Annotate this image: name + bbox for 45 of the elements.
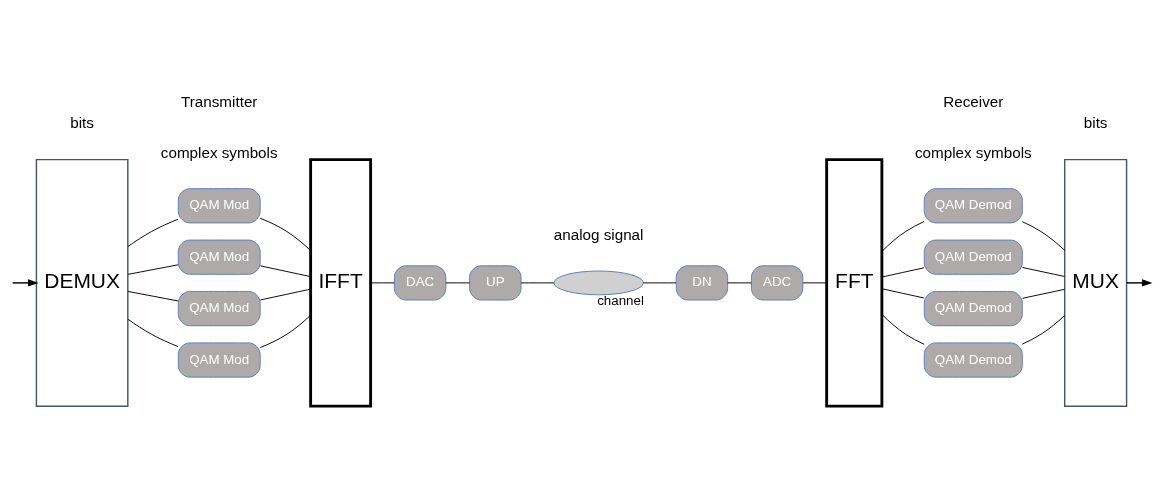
- node-box: QAM Mod: [177, 239, 261, 275]
- connector: [1022, 267, 1065, 277]
- node-box: IFFT: [309, 158, 373, 408]
- connector: [259, 265, 311, 278]
- node-box: ADC: [750, 265, 804, 301]
- connector: [881, 267, 925, 278]
- connector: [881, 288, 925, 299]
- connector: [802, 282, 828, 284]
- label: analog signal: [553, 225, 644, 243]
- node-label: channel: [597, 293, 644, 309]
- connector: [127, 318, 179, 347]
- connector: [1021, 315, 1066, 345]
- connector: [259, 217, 311, 251]
- arrow: [11, 279, 39, 287]
- node-box: QAM Demod: [923, 342, 1023, 378]
- node-box: MUX: [1063, 158, 1128, 407]
- label: Transmitter: [181, 92, 258, 110]
- label: complex symbols: [160, 143, 278, 161]
- connector: [127, 290, 179, 302]
- connector: [881, 314, 925, 345]
- node-box: FFT: [825, 158, 884, 408]
- connector: [259, 288, 311, 301]
- label: bits: [70, 114, 94, 132]
- node-box: QAM Mod: [177, 188, 261, 224]
- connector: [370, 282, 395, 284]
- label: complex symbols: [914, 143, 1032, 161]
- arrow: [1125, 279, 1153, 287]
- connector: [127, 218, 179, 247]
- node-box: UP: [469, 265, 522, 301]
- node-box: QAM Mod: [177, 342, 261, 378]
- node-box: DEMUX: [35, 158, 129, 407]
- connector: [881, 221, 925, 252]
- node-box: DAC: [393, 265, 447, 301]
- connector: [259, 314, 311, 349]
- connector: [127, 264, 179, 275]
- node-box: QAM Demod: [923, 188, 1023, 224]
- connector: [1021, 221, 1066, 251]
- label: Receiver: [943, 92, 1004, 110]
- connector: [1022, 288, 1065, 299]
- node-box: DN: [675, 265, 729, 301]
- node-box: QAM Demod: [923, 239, 1023, 275]
- node-cloud: [553, 270, 644, 296]
- label: bits: [1083, 114, 1108, 132]
- node-box: QAM Demod: [923, 291, 1023, 327]
- node-box: QAM Mod: [177, 291, 261, 327]
